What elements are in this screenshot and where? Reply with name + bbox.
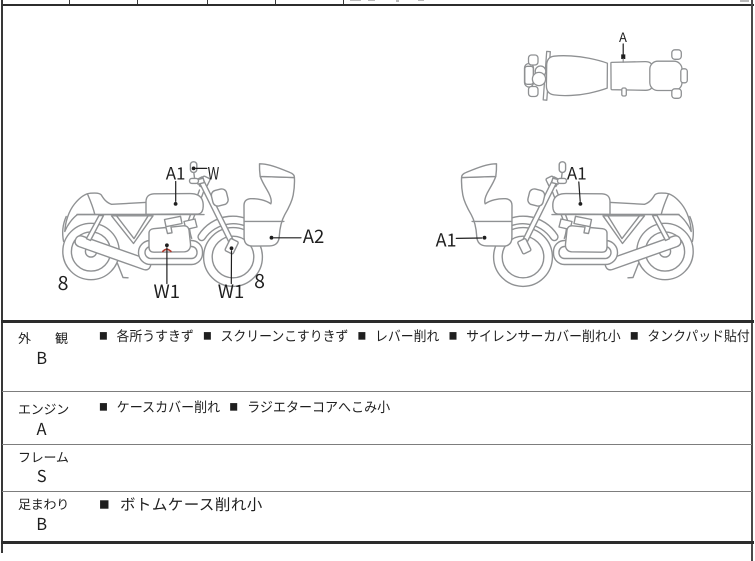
defect-bullet: ■ (448, 329, 458, 343)
defect-items-engine: ■ケースカバー削れ■ラジエターコアへこみ小 (99, 400, 399, 414)
defect-item-text: スクリーンこすりきず (220, 325, 349, 346)
defect-items-exterior: ■各所うすきず■スクリーンこすりきず■レバー削れ■サイレンサーカバー削れ小■タン… (99, 329, 755, 343)
label-w1-engine: W1 (154, 278, 181, 304)
w-mirror-dot (191, 166, 196, 171)
sheet-left-border (1, 0, 4, 553)
row-separator (2, 391, 752, 393)
diagram-bottom-border (1, 320, 754, 323)
bike-top-art (523, 49, 688, 101)
row-label-engine: エンジン (18, 399, 70, 419)
defect-items-undercarriage: ■ ボトムケース削れ小 (99, 496, 273, 513)
label-a-top: A (619, 27, 627, 46)
defect-item-text: ボトムケース削れ小 (119, 493, 263, 516)
table-bottom-border (1, 541, 754, 545)
defect-item-text: レバー削れ (375, 325, 440, 346)
header-bottom-border (1, 3, 754, 6)
defect-item-text: ケースカバー削れ (116, 396, 221, 417)
grade-frame: S (36, 462, 47, 487)
w1-engine-dot (165, 243, 169, 248)
header-cell-divider (274, 0, 276, 5)
row-separator (2, 444, 752, 446)
defect-item-text: 各所うすきず (116, 325, 194, 346)
front-cowl-art-mirrored (460, 163, 513, 247)
diagram-labels: A1 W A2 W1 W1 8 8 A1 A1 A (58, 27, 627, 304)
defect-item-text: タンクパッド貼付 (647, 325, 750, 346)
header-cell-divider (206, 0, 208, 5)
a1-right-tank-leader (578, 181, 581, 202)
label-eight-right: 8 (254, 265, 265, 294)
cropped-text-remnant (368, 0, 375, 2)
header-cell-divider (136, 0, 138, 5)
sheet-right-border (751, 0, 754, 561)
row-separator (2, 491, 752, 493)
row-label-frame: フレーム (18, 447, 69, 467)
defect-bullet: ■ (202, 329, 212, 343)
header-cell-divider (68, 0, 70, 5)
grade-engine: A (36, 415, 47, 440)
defect-bullet: ■ (99, 496, 110, 512)
leader-lines (166, 43, 626, 285)
cropped-text-remnant (418, 0, 424, 2)
defect-bullet: ■ (629, 329, 639, 343)
cropped-text-remnant (740, 0, 749, 2)
defect-bullet: ■ (357, 329, 367, 343)
grade-undercarriage: B (36, 510, 48, 535)
label-a1-right-cowl: A1 (436, 226, 457, 252)
label-a1-left-tank: A1 (166, 159, 186, 184)
front-cowl-art (243, 163, 296, 247)
defect-item-text: サイレンサーカバー削れ小 (466, 325, 621, 346)
grade-exterior: B (36, 344, 48, 369)
defect-item-text: ラジエターコアへこみ小 (247, 396, 391, 417)
cropped-text-remnant (350, 0, 361, 2)
header-cell-divider (342, 0, 344, 5)
label-eight-left: 8 (58, 267, 69, 296)
defect-bullet: ■ (99, 329, 108, 343)
cropped-text-remnant (396, 0, 399, 2)
label-a2-cowl: A2 (303, 223, 325, 249)
defect-bullet: ■ (229, 400, 239, 414)
a-top-arrow-square (621, 54, 626, 59)
bike-top-view (523, 49, 688, 101)
defect-bullet: ■ (99, 400, 108, 414)
label-w-mirror: W (208, 160, 220, 185)
bike-side-art (62, 161, 264, 288)
row-label-exterior: 外 観 (18, 327, 74, 347)
bike-side-art-mirrored (492, 161, 694, 288)
label-w1-fork: W1 (218, 278, 245, 304)
w1-fork-dot (229, 246, 234, 251)
label-a1-right-tank: A1 (567, 159, 587, 184)
row-label-undercarriage: 足まわり (18, 494, 70, 514)
